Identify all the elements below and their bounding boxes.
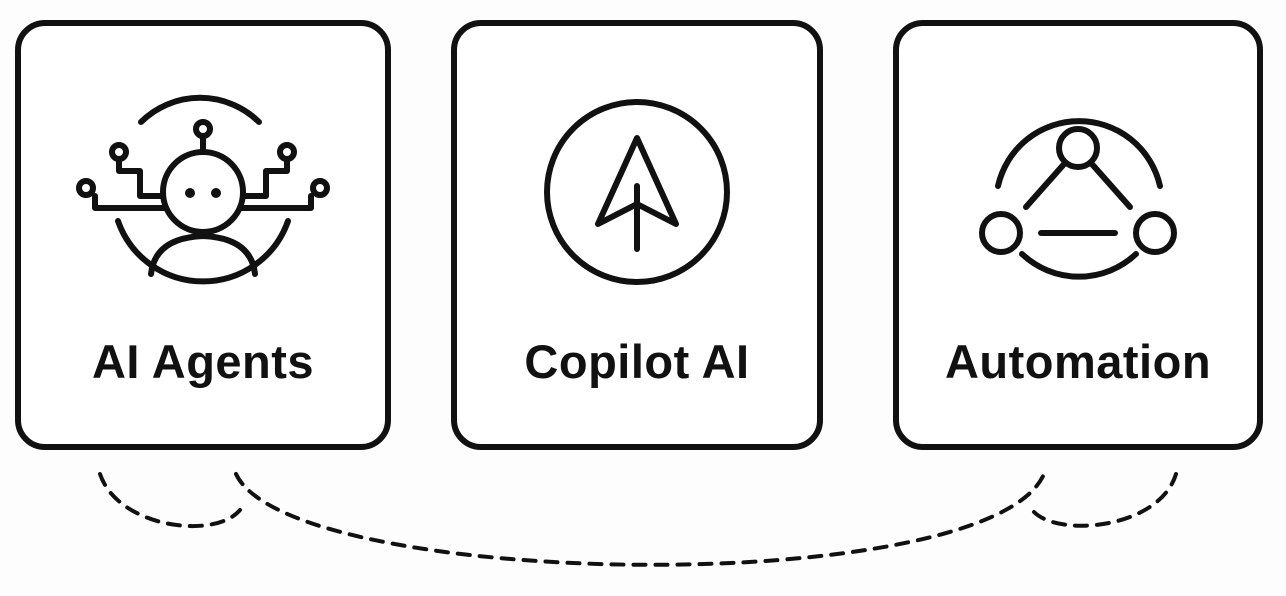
card-label-copilot-ai: Copilot AI [524, 335, 750, 388]
dashed-connector-main [234, 472, 1046, 567]
dashed-connector-agents-loop [98, 472, 242, 529]
card-label-ai-agents: AI Agents [91, 335, 315, 388]
robot-network-icon [76, 94, 330, 285]
dashed-connector-automation-loop [1032, 472, 1178, 528]
card-automation[interactable]: Automation [893, 20, 1263, 450]
card-label-automation: Automation [944, 335, 1212, 388]
arrow-up-circle-icon [544, 99, 730, 285]
node-triangle-circle-icon [979, 118, 1177, 280]
card-copilot-ai[interactable]: Copilot AI [451, 20, 823, 450]
card-ai-agents[interactable]: AI Agents [15, 20, 391, 450]
